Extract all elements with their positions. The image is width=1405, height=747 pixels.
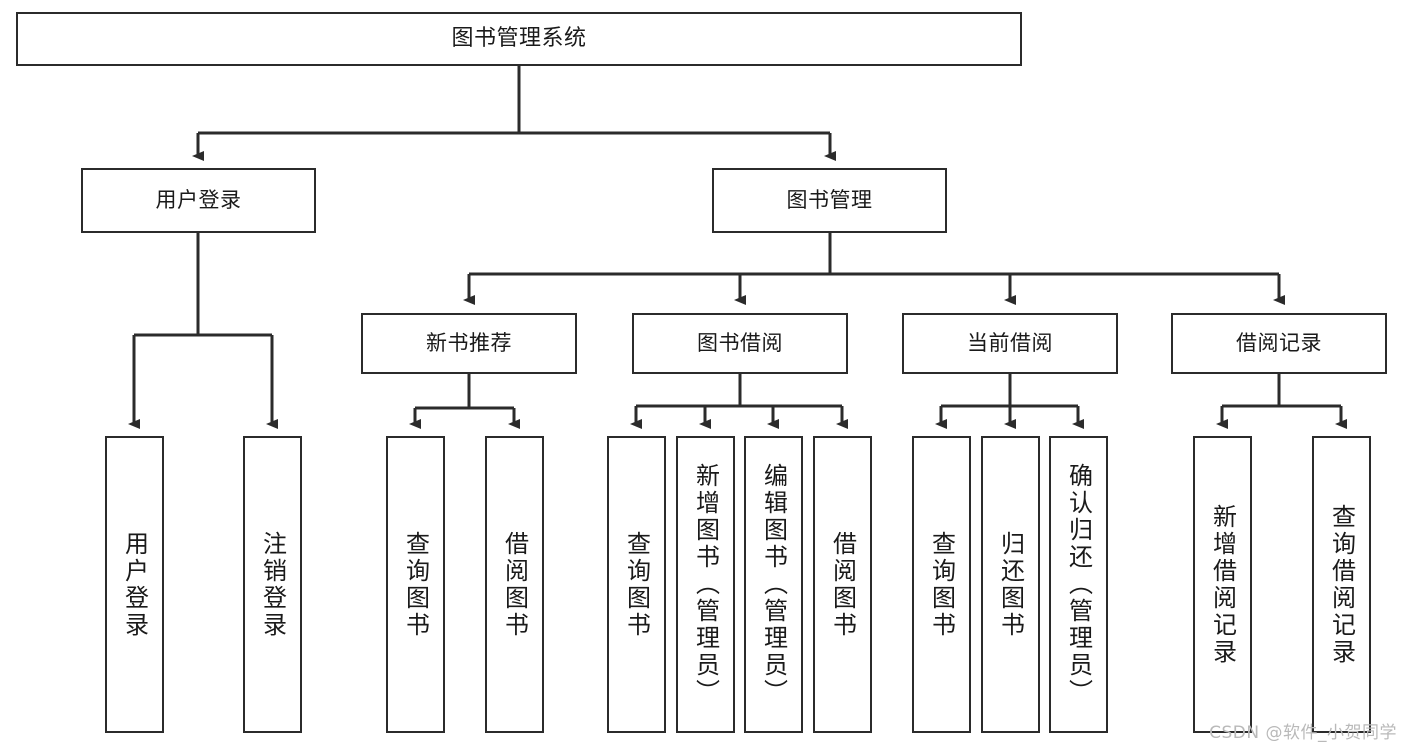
leaf-query-book-newbook[interactable]: 查询图书 [386, 436, 445, 733]
leaf-borrow-book[interactable]: 借阅图书 [813, 436, 872, 733]
leaf-add-book-admin[interactable]: 新增图书（管理员） [676, 436, 735, 733]
node-label: 归还图书 [996, 530, 1025, 639]
node-label: 编辑图书（管理员） [759, 463, 788, 706]
node-label: 新增图书（管理员） [691, 463, 720, 706]
node-current-borrow[interactable]: 当前借阅 [902, 313, 1118, 374]
node-label: 当前借阅 [967, 331, 1053, 356]
node-book-borrow[interactable]: 图书借阅 [632, 313, 848, 374]
node-label: 图书管理系统 [451, 26, 587, 52]
node-label: 用户登录 [120, 530, 149, 639]
node-user-login[interactable]: 用户登录 [81, 168, 316, 233]
node-book-management-system[interactable]: 图书管理系统 [16, 12, 1022, 66]
node-label: 查询图书 [927, 530, 956, 639]
leaf-edit-book-admin[interactable]: 编辑图书（管理员） [744, 436, 803, 733]
leaf-query-book-current[interactable]: 查询图书 [912, 436, 971, 733]
node-label: 借阅图书 [500, 530, 529, 639]
node-book-management[interactable]: 图书管理 [712, 168, 947, 233]
leaf-add-borrow-record[interactable]: 新增借阅记录 [1193, 436, 1252, 733]
node-label: 查询图书 [622, 530, 651, 639]
leaf-user-login[interactable]: 用户登录 [105, 436, 164, 733]
node-label: 查询图书 [401, 530, 430, 639]
node-label: 借阅记录 [1236, 331, 1322, 356]
leaf-logout[interactable]: 注销登录 [243, 436, 302, 733]
leaf-return-book[interactable]: 归还图书 [981, 436, 1040, 733]
leaf-query-book-borrow[interactable]: 查询图书 [607, 436, 666, 733]
node-label: 借阅图书 [828, 530, 857, 639]
node-label: 确认归还（管理员） [1064, 463, 1093, 706]
node-label: 图书管理 [786, 188, 873, 213]
node-label: 注销登录 [258, 530, 287, 639]
node-label: 新增借阅记录 [1208, 503, 1237, 666]
node-label: 查询借阅记录 [1327, 503, 1356, 666]
node-label: 新书推荐 [426, 331, 512, 356]
leaf-query-borrow-record[interactable]: 查询借阅记录 [1312, 436, 1371, 733]
node-label: 图书借阅 [697, 331, 783, 356]
node-new-book-recommend[interactable]: 新书推荐 [361, 313, 577, 374]
node-borrow-record[interactable]: 借阅记录 [1171, 313, 1387, 374]
leaf-confirm-return-admin[interactable]: 确认归还（管理员） [1049, 436, 1108, 733]
node-label: 用户登录 [155, 188, 242, 213]
leaf-borrow-book-newbook[interactable]: 借阅图书 [485, 436, 544, 733]
